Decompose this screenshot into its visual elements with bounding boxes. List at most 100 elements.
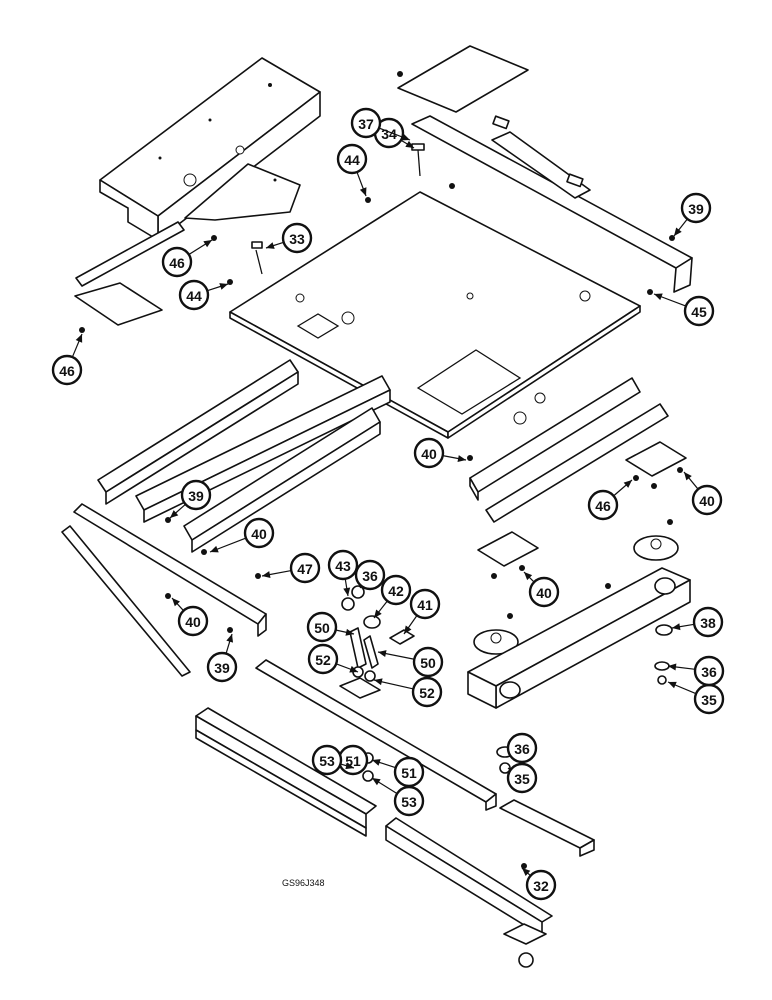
callout-arrowhead: [674, 227, 682, 236]
callout-circle: [525, 869, 557, 901]
callout-arrowhead: [210, 545, 219, 553]
callout-circle: [506, 732, 538, 764]
callout-51: 51: [371, 756, 425, 788]
callout-circle: [51, 354, 83, 386]
callout-circle: [680, 192, 712, 224]
callout-circle: [307, 643, 339, 675]
callout-circle: [206, 651, 238, 683]
callout-number: 41: [417, 597, 433, 613]
callout-35: 35: [506, 762, 538, 794]
callout-arrowhead: [75, 334, 83, 343]
right-angle-bracket: [499, 799, 595, 857]
callout-circle: [691, 484, 723, 516]
callout-arrowhead: [172, 598, 180, 607]
callout-number: 40: [251, 526, 267, 542]
callout-arrowhead: [219, 283, 228, 290]
callout-circle: [289, 552, 321, 584]
callout-number: 46: [595, 498, 611, 514]
left-square-plate: [74, 282, 163, 326]
top-left-cover-panel: [99, 57, 321, 241]
callout-circle: [243, 517, 275, 549]
callout-arrowhead: [401, 133, 410, 141]
callout-circle: [412, 646, 444, 678]
callout-38: 38: [671, 606, 724, 638]
callout-46: 46: [161, 239, 213, 278]
callout-circle: [506, 762, 538, 794]
callout-arrowhead: [343, 587, 351, 596]
callout-40: 40: [209, 517, 275, 553]
callout-number: 39: [688, 201, 704, 217]
callout-33: 33: [265, 222, 313, 254]
callout-41: 41: [403, 588, 441, 635]
callout-number: 40: [185, 614, 201, 630]
callout-circle: [311, 744, 343, 776]
callout-arrowhead: [345, 628, 354, 636]
callout-layer: 3233343535363636373839393940404040404142…: [51, 107, 725, 901]
callout-44: 44: [336, 143, 368, 197]
callout-number: 37: [358, 116, 374, 132]
callout-32: 32: [521, 867, 557, 901]
callout-circle: [692, 606, 724, 638]
callout-arrowhead: [672, 623, 681, 631]
callout-number: 42: [388, 583, 404, 599]
callout-arrowhead: [522, 868, 531, 876]
top-right-cover: [397, 45, 529, 113]
callout-37: 37: [350, 107, 411, 141]
callout-arrowhead: [226, 634, 234, 643]
callout-50: 50: [306, 611, 355, 643]
callout-number: 47: [297, 561, 313, 577]
callout-arrowhead: [668, 681, 677, 689]
callout-51: 51: [337, 744, 369, 776]
callout-number: 40: [536, 585, 552, 601]
callout-circle: [393, 785, 425, 817]
callout-40: 40: [171, 597, 209, 637]
callout-number: 50: [314, 620, 330, 636]
callout-circle: [350, 107, 382, 139]
callout-35: 35: [667, 681, 725, 715]
callout-arrowhead: [372, 759, 381, 766]
callout-44: 44: [178, 279, 229, 311]
callout-number: 45: [691, 304, 707, 320]
callout-number: 43: [335, 558, 351, 574]
callout-circle: [281, 222, 313, 254]
gusset-plate: [184, 163, 301, 221]
callout-52: 52: [307, 643, 359, 675]
callout-number: 35: [514, 771, 530, 787]
callout-circle: [336, 143, 368, 175]
callout-number: 39: [188, 488, 204, 504]
callout-52: 52: [373, 676, 443, 708]
callout-circle: [683, 295, 715, 327]
callout-number: 40: [421, 446, 437, 462]
callout-number: 36: [701, 664, 717, 680]
callout-arrowhead: [374, 678, 383, 686]
callout-arrowhead: [684, 472, 692, 481]
callout-arrowhead: [349, 665, 358, 673]
callout-number: 50: [420, 655, 436, 671]
callout-arrowhead: [372, 778, 381, 786]
callout-43: 43: [327, 549, 359, 597]
left-diagonal-rail: [73, 503, 267, 637]
small-fasteners: [79, 71, 683, 869]
callout-circle: [587, 489, 619, 521]
lower-left-channel: [195, 707, 377, 837]
callout-36: 36: [354, 559, 386, 591]
callout-number: 39: [214, 660, 230, 676]
callout-arrowhead: [668, 663, 677, 671]
callout-39: 39: [169, 479, 212, 519]
right-bracket-plates: [477, 441, 687, 567]
callout-number: 38: [700, 615, 716, 631]
callout-arrowhead: [378, 650, 387, 658]
callout-arrowhead: [359, 187, 367, 196]
callout-36: 36: [506, 732, 538, 764]
main-floor-plate: [229, 191, 641, 439]
callout-arrowhead: [203, 240, 212, 248]
callout-circle: [327, 549, 359, 581]
callout-number: 46: [59, 363, 75, 379]
callout-40: 40: [683, 471, 723, 516]
callout-arrowhead: [524, 572, 533, 581]
callout-45: 45: [653, 293, 715, 327]
callout-53: 53: [311, 744, 355, 776]
callout-34: 34: [373, 117, 415, 149]
callout-46: 46: [51, 333, 83, 386]
